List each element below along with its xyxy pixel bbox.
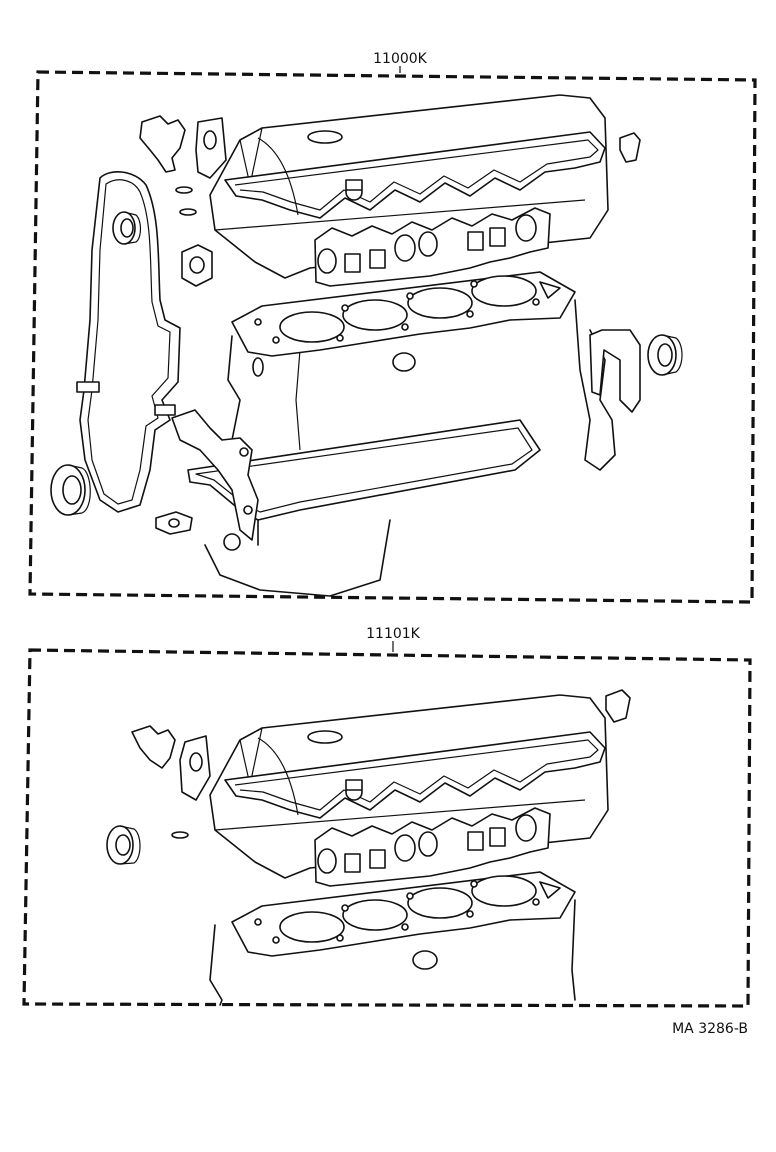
- figure-code: MA 3286-B: [672, 1021, 748, 1037]
- seal-top: [112, 211, 142, 245]
- kit-11101k-group: 11101K: [22, 626, 752, 1008]
- seal-left: [106, 825, 141, 865]
- kit-part-number-label: 11000K: [373, 51, 428, 67]
- kit-11000k-group: 11000K: [28, 51, 757, 604]
- seal-left: [50, 464, 91, 516]
- kit-part-number-label: 11101K: [366, 626, 421, 642]
- seal-right: [647, 334, 683, 376]
- kit-boundary: [28, 70, 757, 604]
- kit-boundary: [22, 648, 752, 1008]
